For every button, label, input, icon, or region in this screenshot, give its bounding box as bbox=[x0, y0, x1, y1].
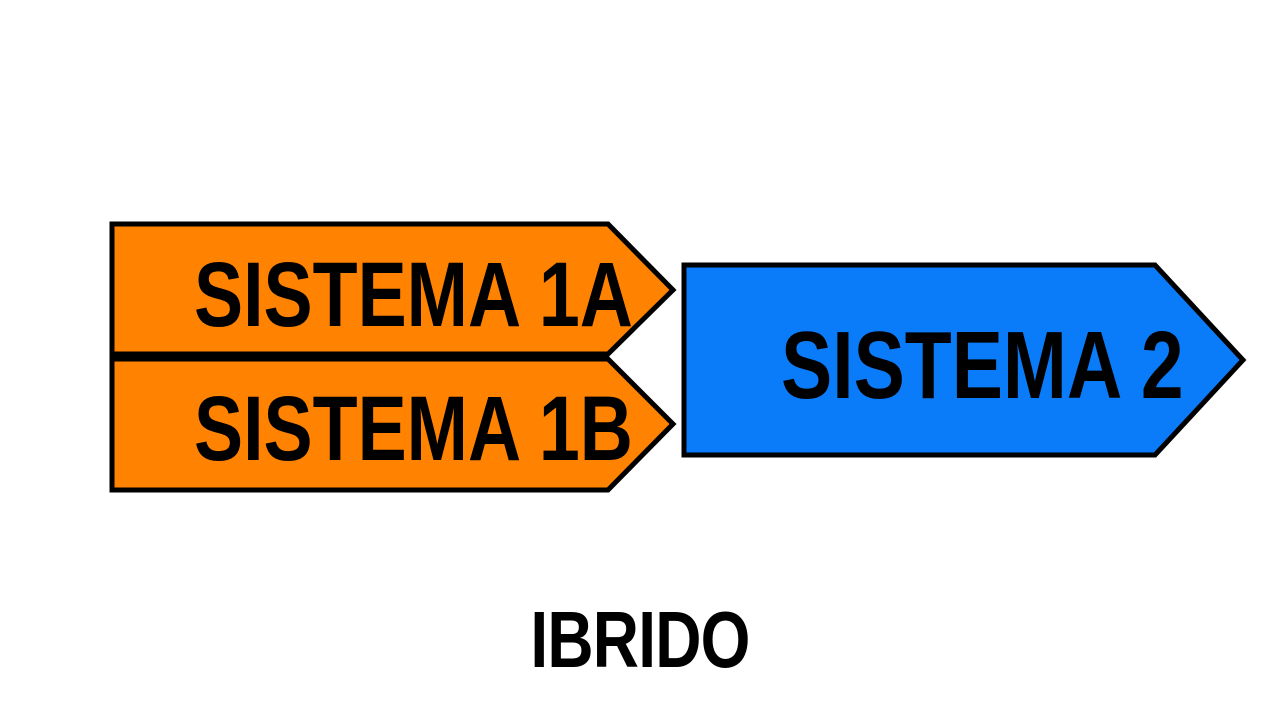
arrow-shape-sistema-2[interactable] bbox=[681, 262, 1247, 458]
arrow-shape-sistema-1b[interactable] bbox=[109, 356, 677, 493]
arrow-shape-sistema-1a[interactable] bbox=[109, 221, 677, 357]
diagram-title-text: IBRIDO bbox=[530, 595, 750, 684]
diagram-title: IBRIDO bbox=[0, 600, 1280, 680]
